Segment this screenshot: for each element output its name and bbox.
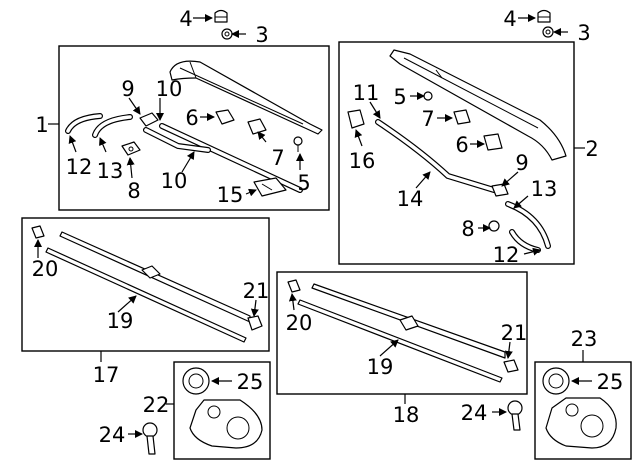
left-hose-12 xyxy=(65,113,103,134)
callout-11: 11 xyxy=(353,81,380,105)
callout-25-right: 25 xyxy=(597,370,624,394)
callout-22: 22 xyxy=(143,393,170,417)
callout-21-right: 21 xyxy=(501,321,528,345)
callout-10-upper: 10 xyxy=(156,77,183,101)
callout-5-left: 5 xyxy=(297,171,310,195)
callout-4-right: 4 xyxy=(503,7,516,31)
left-blade-box xyxy=(21,217,270,352)
left-motor-box xyxy=(173,361,271,460)
left-screw-5 xyxy=(293,136,303,152)
left-bracket-15 xyxy=(253,177,287,197)
left-bolt-24 xyxy=(142,422,158,455)
left-hose-10-lower xyxy=(143,127,211,153)
right-wiper-blade xyxy=(287,279,519,383)
right-arm-assembly-box xyxy=(338,41,575,265)
callout-21-left: 21 xyxy=(243,279,270,303)
callout-7-right: 7 xyxy=(421,107,434,131)
callout-14: 14 xyxy=(397,187,424,211)
callout-6-left: 6 xyxy=(185,106,198,130)
right-hose-14 xyxy=(375,119,497,193)
callout-12-right: 12 xyxy=(493,243,520,267)
left-wiper-arm xyxy=(169,60,323,135)
right-wiper-arm xyxy=(389,49,567,161)
callout-19-right: 19 xyxy=(367,355,394,379)
left-nozzle-6 xyxy=(215,109,235,125)
right-connector-8 xyxy=(488,220,500,232)
left-wiper-blade xyxy=(31,225,263,343)
nut-top-right xyxy=(542,26,554,38)
callout-18: 18 xyxy=(393,403,420,427)
callout-3-right: 3 xyxy=(577,21,590,45)
callout-1: 1 xyxy=(35,113,48,137)
callout-9-left: 9 xyxy=(121,77,134,101)
callout-19-left: 19 xyxy=(107,309,134,333)
callout-13-left: 13 xyxy=(97,159,124,183)
right-blade-box xyxy=(276,271,528,395)
callout-5-right: 5 xyxy=(393,85,406,109)
callout-16: 16 xyxy=(349,149,376,173)
callout-4-left: 4 xyxy=(179,7,192,31)
callout-20-right: 20 xyxy=(286,311,313,335)
callout-24-right: 24 xyxy=(461,401,488,425)
callout-13-right: 13 xyxy=(531,177,558,201)
callout-23: 23 xyxy=(571,327,598,351)
callout-7-left: 7 xyxy=(271,146,284,170)
callout-8-right: 8 xyxy=(461,217,474,241)
nut-top-left xyxy=(221,28,233,40)
callout-labels: 1 2 3 3 4 4 5 5 5 6 6 6 7 7 8 8 9 9 10 1… xyxy=(32,7,624,447)
callout-24-left: 24 xyxy=(99,423,126,447)
right-nozzle-6 xyxy=(483,133,503,151)
callout-3-left: 3 xyxy=(255,23,268,47)
callout-8-left: 8 xyxy=(127,179,140,203)
callout-12-left: 12 xyxy=(66,155,93,179)
callout-2: 2 xyxy=(585,137,598,161)
right-screw-5 xyxy=(423,91,433,101)
cap-nut-top-left xyxy=(214,9,228,23)
left-check-valve-9 xyxy=(139,112,159,127)
cap-nut-top-right xyxy=(537,9,551,23)
right-nozzle-7 xyxy=(453,109,471,125)
left-nozzle-7 xyxy=(247,118,267,135)
left-hose-13 xyxy=(92,114,133,138)
right-wiper-motor xyxy=(542,367,617,449)
left-wiper-motor xyxy=(182,367,263,449)
callout-20-left: 20 xyxy=(32,257,59,281)
callout-25-left: 25 xyxy=(237,370,264,394)
callout-17: 17 xyxy=(93,363,120,387)
leader-lines xyxy=(34,14,592,438)
right-check-valve-9 xyxy=(491,183,509,197)
callout-9-right: 9 xyxy=(515,151,528,175)
callout-6-right: 6 xyxy=(455,133,468,157)
left-connector-8 xyxy=(121,141,141,156)
left-arm-assembly-box xyxy=(58,45,330,211)
callout-15: 15 xyxy=(217,183,244,207)
callout-10-lower: 10 xyxy=(161,169,188,193)
right-valve-16 xyxy=(347,109,365,129)
right-bolt-24 xyxy=(507,400,523,431)
